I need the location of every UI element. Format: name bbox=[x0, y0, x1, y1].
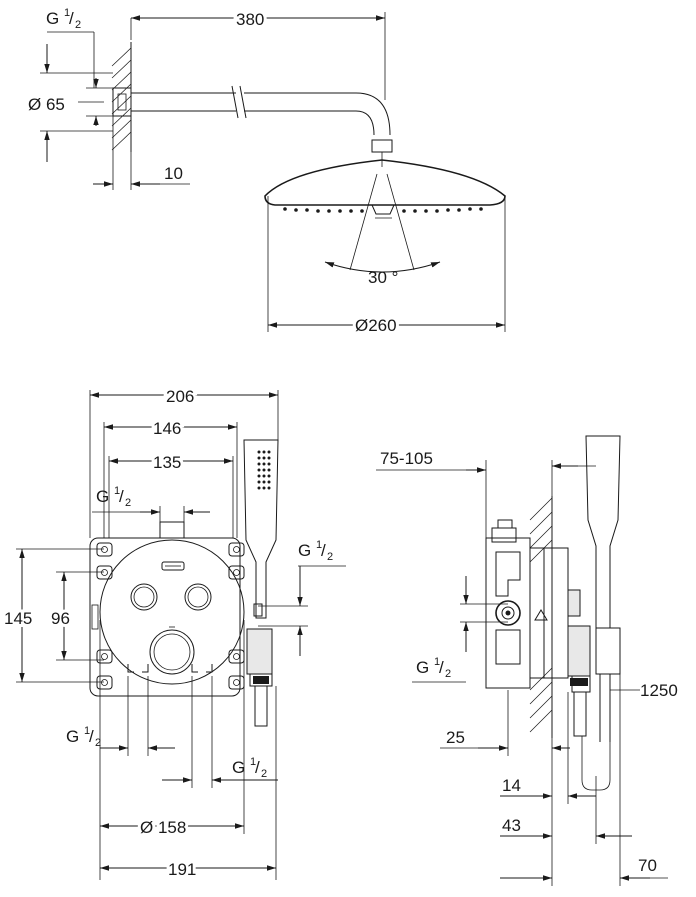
svg-text:1: 1 bbox=[250, 756, 256, 768]
svg-text:/: / bbox=[69, 9, 74, 28]
wall-offset-label: 10 bbox=[164, 164, 183, 183]
svg-text:G: G bbox=[96, 487, 109, 506]
svg-text:G: G bbox=[66, 727, 79, 746]
svg-text:1: 1 bbox=[434, 656, 440, 668]
svg-text:1: 1 bbox=[64, 7, 70, 19]
flange-diameter-label: Ø 65 bbox=[28, 95, 65, 114]
svg-text:/: / bbox=[89, 727, 94, 746]
svg-text:G: G bbox=[298, 541, 311, 560]
width-191-label: 191 bbox=[168, 860, 196, 879]
temperature-knob bbox=[149, 629, 195, 675]
dim-14-label: 14 bbox=[502, 776, 521, 795]
thermostat-side-view: 75-105 G 1 / 2 1250 25 14 bbox=[376, 435, 678, 886]
overhead-shower-view: 380 G 1 / 2 Ø 65 10 30 ° bbox=[28, 7, 506, 338]
side-wall-hatch bbox=[529, 496, 553, 738]
wall-hatch bbox=[111, 42, 132, 152]
depth-range-label: 75-105 bbox=[380, 449, 433, 468]
svg-text:G: G bbox=[416, 658, 429, 677]
svg-text:G: G bbox=[232, 758, 245, 777]
head-diameter-label: Ø260 bbox=[355, 316, 397, 335]
svg-text:2: 2 bbox=[327, 551, 333, 563]
thermostat-front-view: 206 146 135 G 1 / 2 G 1 / 2 bbox=[1, 384, 346, 882]
mounting-holes bbox=[96, 542, 245, 690]
hand-shower bbox=[243, 439, 279, 727]
svg-text:1: 1 bbox=[114, 485, 120, 497]
shower-arm bbox=[131, 85, 393, 167]
svg-text:/: / bbox=[255, 758, 260, 777]
push-button-right bbox=[184, 583, 212, 611]
width-146-label: 146 bbox=[153, 419, 181, 438]
spray-angle-label: 30 ° bbox=[368, 268, 398, 287]
width-135-label: 135 bbox=[153, 453, 181, 472]
pipe-thread-label: G 1 / 2 bbox=[46, 7, 81, 31]
arm-length-label: 380 bbox=[236, 10, 264, 29]
svg-text:1: 1 bbox=[316, 539, 322, 551]
thread-inlet-label: G 1 / 2 bbox=[416, 656, 451, 680]
dim-70-label: 70 bbox=[638, 856, 657, 875]
svg-text:2: 2 bbox=[95, 737, 101, 749]
svg-text:/: / bbox=[321, 541, 326, 560]
cover-plate bbox=[99, 539, 245, 685]
svg-text:2: 2 bbox=[261, 768, 267, 780]
svg-text:1: 1 bbox=[84, 725, 90, 737]
hand-shower-side bbox=[581, 435, 621, 791]
svg-text:/: / bbox=[439, 658, 444, 677]
push-button-left bbox=[130, 583, 158, 611]
thread-bottom-left-label: G 1 / 2 bbox=[66, 725, 101, 749]
plate-diameter-label: Ø 158 bbox=[140, 818, 186, 837]
height-145-label: 145 bbox=[4, 609, 32, 628]
svg-text:2: 2 bbox=[125, 497, 131, 509]
shower-head bbox=[264, 159, 506, 219]
overall-width-label: 206 bbox=[166, 387, 194, 406]
height-96-label: 96 bbox=[51, 609, 70, 628]
thread-right-label: G 1 / 2 bbox=[298, 539, 333, 563]
hose-length-label: 1250 bbox=[640, 681, 678, 700]
dim-25-label: 25 bbox=[446, 728, 465, 747]
svg-text:2: 2 bbox=[445, 668, 451, 680]
svg-text:G: G bbox=[46, 9, 59, 28]
thread-bottom-right-label: G 1 / 2 bbox=[232, 756, 267, 780]
inlet-connector bbox=[495, 600, 521, 626]
valve-body-side bbox=[485, 519, 591, 737]
brand-logo bbox=[161, 561, 185, 571]
dim-43-label: 43 bbox=[502, 816, 521, 835]
wall-flange bbox=[112, 87, 132, 117]
svg-text:2: 2 bbox=[75, 19, 81, 31]
thread-top-label: G 1 / 2 bbox=[96, 485, 131, 509]
svg-text:/: / bbox=[119, 487, 124, 506]
